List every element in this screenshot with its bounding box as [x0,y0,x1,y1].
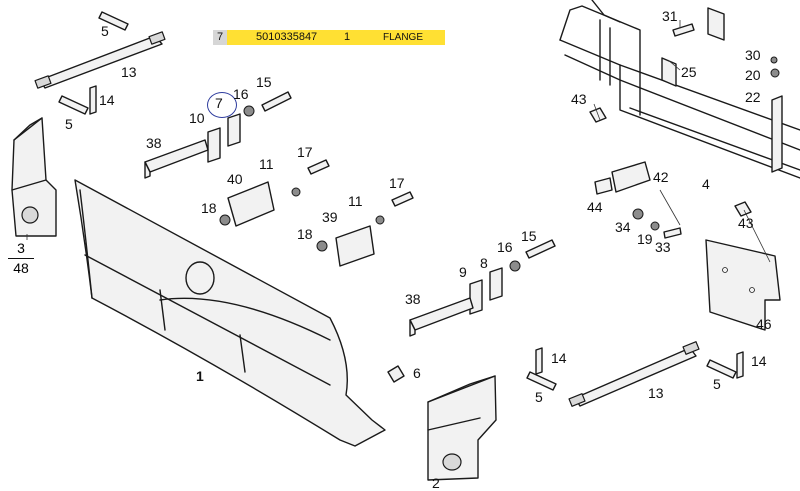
part-label[interactable]: 2 [432,475,440,491]
part-label[interactable]: 10 [189,110,205,126]
bar-parts [144,139,474,337]
part-label[interactable]: 18 [201,200,217,216]
leader-lines [26,20,771,263]
part-label[interactable]: 14 [751,353,767,369]
part-label[interactable]: 46 [756,316,772,332]
selected-part-qty: 1 [344,31,351,43]
flange-parts [207,113,503,315]
left-corner-bracket-part [11,117,57,237]
part-label[interactable]: 44 [587,199,603,215]
part-label[interactable]: 38 [405,291,421,307]
part-label[interactable]: 40 [227,171,243,187]
clip-part [387,365,405,383]
part-label[interactable]: 1 [196,368,204,384]
vehicle-frame-part [559,0,800,217]
part-label[interactable]: 5 [713,376,721,392]
part-label[interactable]: 11 [259,156,274,172]
pin-parts [58,11,737,391]
mount-parts [227,181,375,267]
fraction-bar [8,258,34,259]
right-corner-bracket-part [427,375,497,481]
fraction-label: 3 48 [8,240,34,277]
selected-part-number: 5010335847 [256,31,318,43]
part-label[interactable]: 16 [233,86,249,102]
part-label[interactable]: 43 [571,91,587,107]
part-label[interactable]: 25 [681,64,697,80]
part-label[interactable]: 6 [413,365,421,381]
fraction-numerator: 3 [17,240,25,256]
strap-part-upper [34,31,166,89]
circled-label[interactable]: 7 [215,95,223,111]
part-label[interactable]: 13 [121,64,137,80]
part-label[interactable]: 17 [297,144,313,160]
part-label[interactable]: 15 [521,228,537,244]
part-label[interactable]: 19 [637,231,653,247]
part-label[interactable]: 5 [101,23,109,39]
strap-part-lower [568,341,700,407]
part-label[interactable]: 38 [146,135,162,151]
part-label[interactable]: 33 [655,239,671,255]
part-label[interactable]: 16 [497,239,513,255]
part-label[interactable]: 18 [297,226,313,242]
part-label[interactable]: 4 [702,176,710,192]
part-label[interactable]: 42 [653,169,669,185]
cover-plate-part [705,239,781,331]
part-label[interactable]: 30 [745,47,761,63]
highlight-circle [207,92,237,118]
selected-part-bar[interactable]: 7 5010335847 1 FLANGE [213,30,445,45]
part-label[interactable]: 13 [648,385,664,401]
part-label[interactable]: 20 [745,67,761,83]
support-bracket-part [594,161,651,195]
part-label[interactable]: 34 [615,219,631,235]
bumper-panel-part [74,179,386,447]
part-label[interactable]: 14 [99,92,115,108]
hinge-bracket-parts [89,85,744,379]
part-label[interactable]: 14 [551,350,567,366]
part-label[interactable]: 39 [322,209,338,225]
part-label[interactable]: 22 [745,89,761,105]
part-label[interactable]: 8 [480,255,488,271]
part-label[interactable]: 5 [65,116,73,132]
selected-part-ref: 7 [213,30,227,45]
selected-part-description: FLANGE [383,32,424,43]
part-label[interactable]: 9 [459,264,467,280]
part-label[interactable]: 43 [738,215,754,231]
fraction-denominator: 48 [13,260,29,276]
part-label[interactable]: 15 [256,74,272,90]
part-label[interactable]: 5 [535,389,543,405]
bolt-parts [219,23,780,272]
part-label[interactable]: 11 [348,193,363,209]
part-label[interactable]: 17 [389,175,405,191]
part-label[interactable]: 31 [662,8,678,24]
